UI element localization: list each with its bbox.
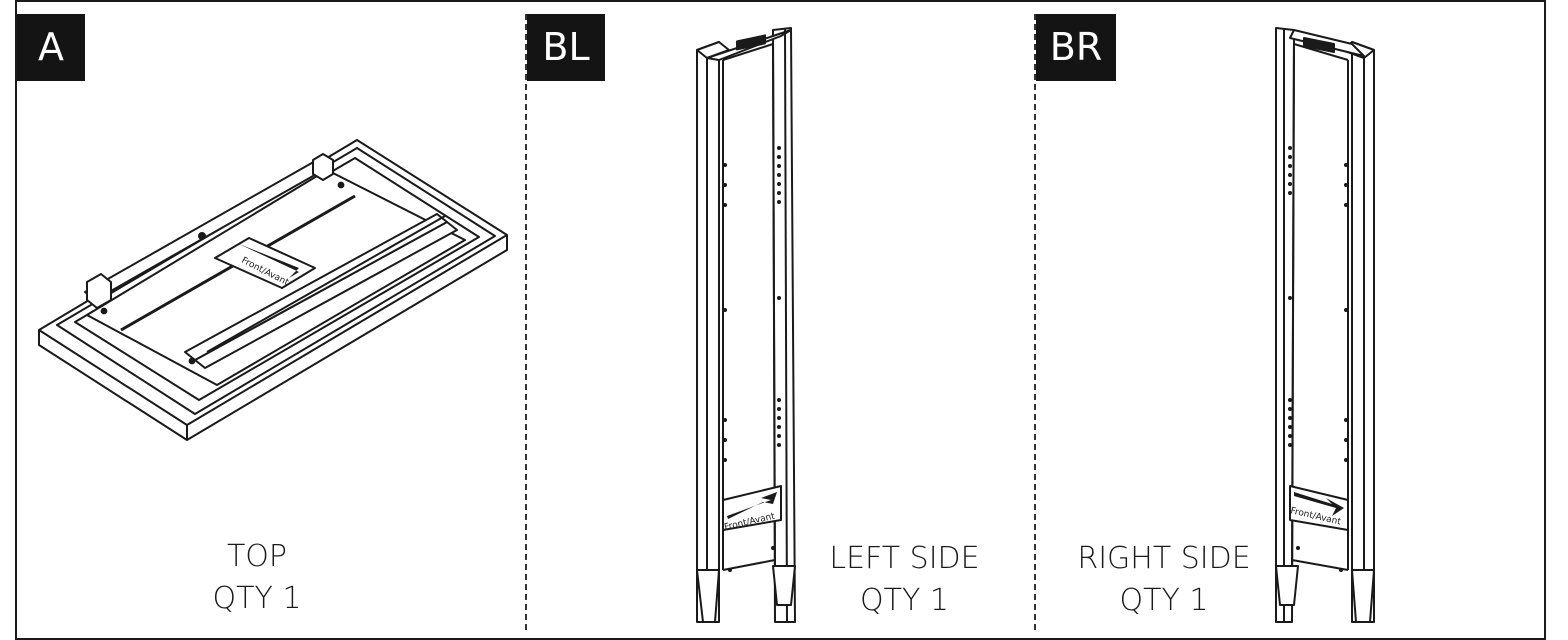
panel-left-side: BL xyxy=(527,0,1034,630)
panel-divider xyxy=(525,14,527,630)
part-tag-bl: BL xyxy=(527,14,605,81)
caption-left-side: LEFT SIDE QTY 1 xyxy=(817,538,992,622)
right-side-drawing: Front/Avant xyxy=(1275,27,1375,623)
panel-divider xyxy=(1034,14,1036,630)
caption-right-side-name: RIGHT SIDE xyxy=(1077,541,1251,576)
right-side-holes xyxy=(1288,146,1348,572)
part-tag-br: BR xyxy=(1036,14,1116,81)
left-side-holes xyxy=(723,146,781,572)
panel-top: A xyxy=(17,0,525,630)
panel-right-side: BR xyxy=(1036,0,1546,630)
caption-top: TOP QTY 1 xyxy=(157,536,357,620)
caption-right-side: RIGHT SIDE QTY 1 xyxy=(1064,538,1264,622)
caption-top-qty: QTY 1 xyxy=(212,581,302,616)
part-tag-a: A xyxy=(17,14,85,81)
caption-right-side-qty: QTY 1 xyxy=(1119,583,1209,618)
left-side-drawing: Front/Avant xyxy=(696,27,796,623)
caption-top-name: TOP xyxy=(226,539,288,574)
caption-left-side-name: LEFT SIDE xyxy=(829,541,980,576)
top-panel-drawing: Front/Avant xyxy=(38,139,508,441)
caption-left-side-qty: QTY 1 xyxy=(860,583,949,618)
